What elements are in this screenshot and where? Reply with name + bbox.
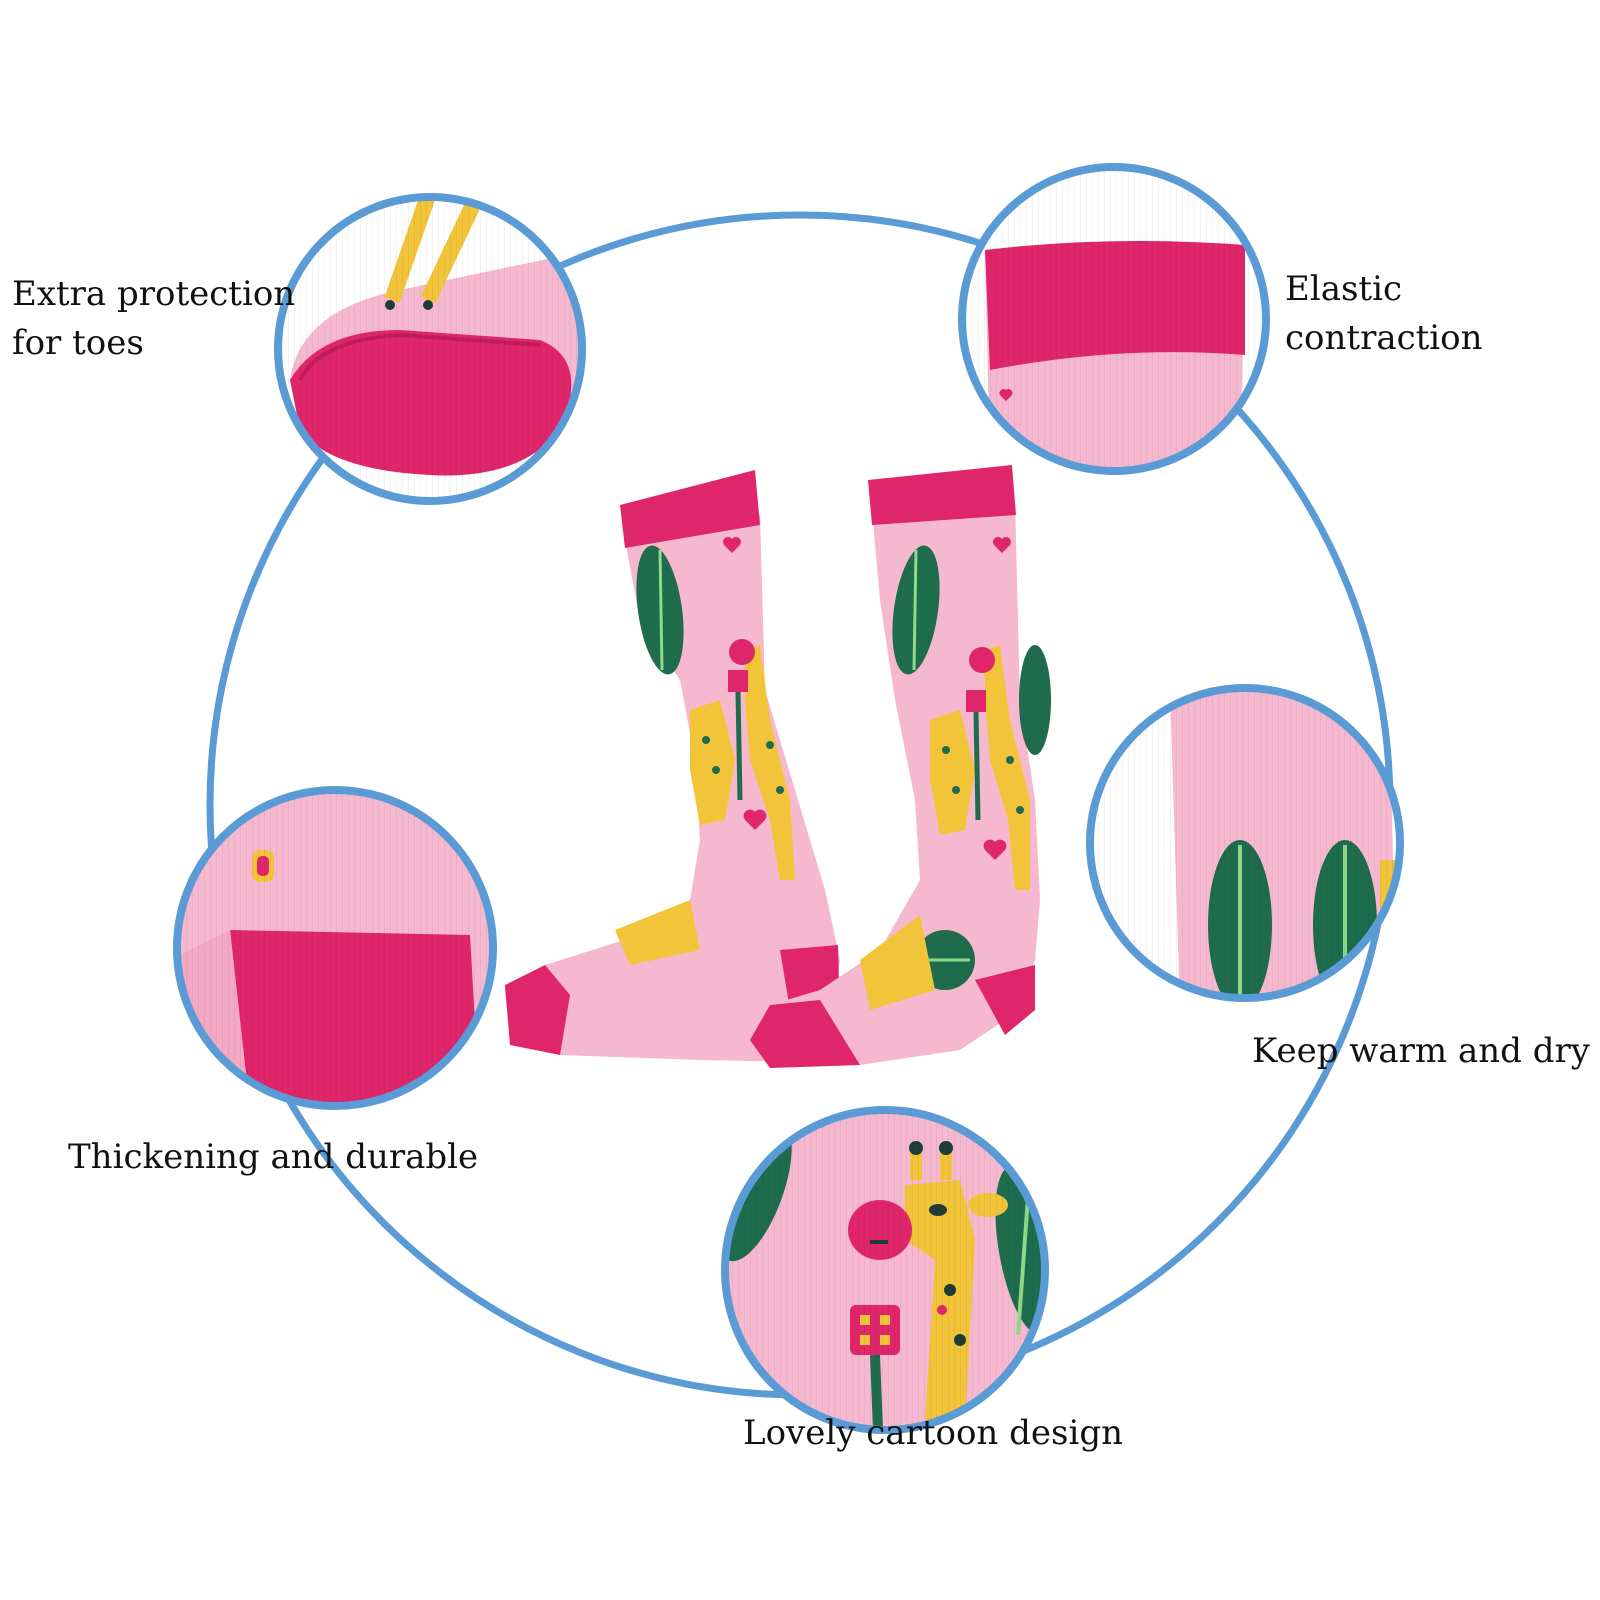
warm-feature-label: Keep warm and dry (1252, 1031, 1590, 1071)
cartoon-feature-label: Lovely cartoon design (743, 1413, 1124, 1453)
warm-detail-circle (1086, 684, 1404, 1002)
toes-detail-circle (274, 193, 586, 505)
toes-feature-label-line2: for toes (12, 323, 144, 364)
toes-feature-label: Extra protection for toes (12, 270, 295, 369)
toes-feature-label-line1: Extra protection (12, 274, 296, 314)
right-sock (750, 465, 1051, 1068)
cartoon-detail-circle (721, 1106, 1049, 1434)
sock-pair (505, 465, 1051, 1068)
left-sock (505, 470, 840, 1062)
elastic-detail-circle (958, 163, 1270, 475)
elastic-feature-label: Elastic contraction (1285, 269, 1483, 359)
thick-detail-circle (173, 786, 497, 1110)
thick-feature-label: Thickening and durable (68, 1137, 479, 1177)
